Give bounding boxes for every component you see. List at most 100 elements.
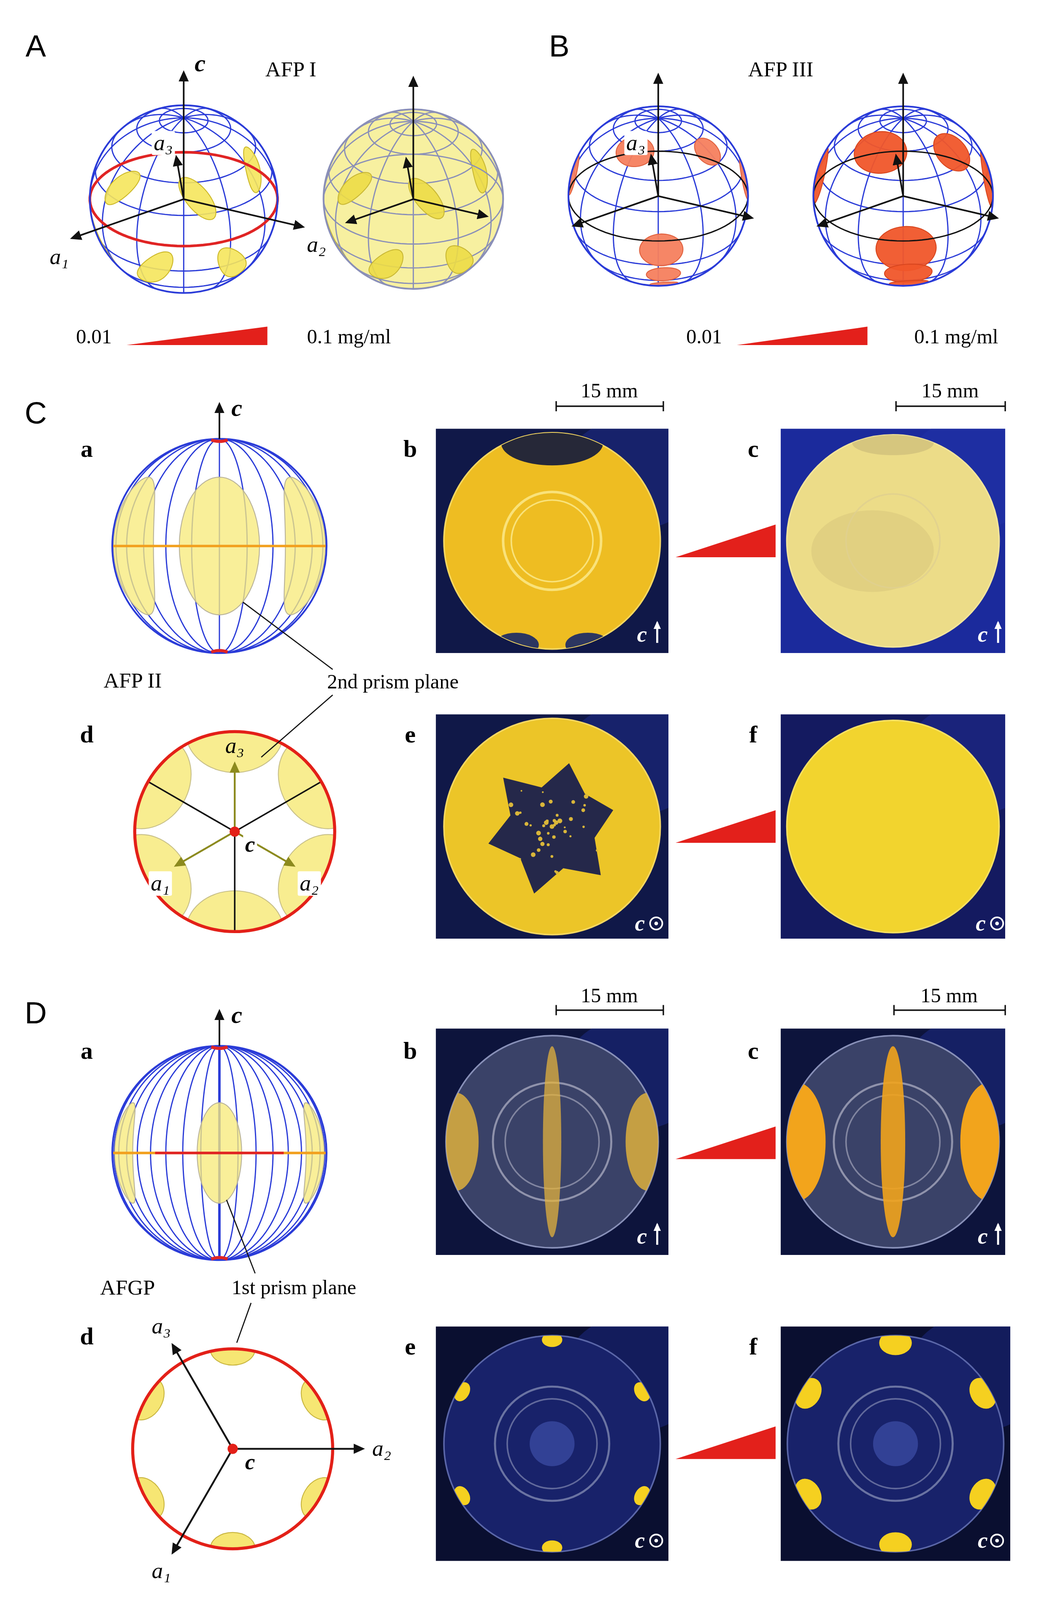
crystal-axis-arrow: [347, 199, 414, 223]
mold-ring: [838, 1387, 953, 1502]
ice-disk: [443, 718, 661, 936]
binding-spot: [338, 172, 372, 205]
photo-axis-label: c: [977, 1529, 988, 1553]
axis-label: c: [243, 833, 258, 858]
axis-label: a₂: [372, 1437, 392, 1461]
mold-ring: [846, 494, 940, 588]
concentration-label: 0.01: [686, 326, 723, 347]
protein-name: AFP II: [103, 670, 162, 692]
mold-ring: [507, 1399, 598, 1490]
pole-mark: [211, 1257, 228, 1260]
disk-features: [811, 430, 941, 593]
crystal-axis-arrow: [172, 1449, 233, 1554]
subpanel-letter: a: [80, 1038, 93, 1064]
c-axis-dot: [229, 826, 240, 837]
specimen-photo: [435, 1326, 669, 1562]
fluorescent-spot: [541, 1541, 563, 1556]
basal-plane-view: [120, 1333, 363, 1566]
panel-letter: A: [25, 30, 46, 62]
concentration-wedge: [126, 326, 268, 346]
binding-spot: [470, 149, 488, 194]
speckle: [542, 824, 546, 828]
subpanel-letter: a: [80, 436, 93, 462]
axis-label: c: [231, 1003, 243, 1028]
pole-mark: [211, 650, 228, 653]
speckle: [557, 818, 563, 824]
equator-line: [155, 1152, 284, 1155]
fluorescent-spot: [789, 1373, 828, 1415]
specimen-photo: [435, 428, 669, 654]
basal-outline: [134, 731, 335, 932]
crystal-axis-arrow: [818, 196, 904, 226]
crystal-axis-arrow: [183, 199, 303, 228]
axis-label: a₁: [151, 1560, 171, 1583]
disk-features: [435, 1046, 669, 1238]
scale-label: 15 mm: [920, 985, 978, 1007]
crystal-axis-arrow: [573, 196, 658, 226]
scale-label: 15 mm: [580, 380, 639, 401]
photo-axis-label: c: [977, 623, 988, 647]
axis-label: a₁: [49, 246, 69, 269]
c-axis-arrow: [218, 404, 221, 439]
crystal-axis-arrow: [234, 831, 294, 866]
globe-body: [112, 438, 327, 654]
crystal-axis-arrow: [172, 1345, 233, 1450]
crystal-axis-arrow: [413, 199, 487, 217]
faint-patch: [811, 510, 934, 593]
axis-label: a₂: [306, 233, 326, 257]
globe-outline: [112, 438, 327, 654]
speckle: [524, 822, 529, 827]
fluorescent-spot: [879, 1331, 912, 1356]
subpanel-letter: b: [403, 436, 417, 462]
concentration-wedge: [675, 810, 776, 844]
mold-ring: [511, 500, 593, 582]
speckle: [530, 852, 536, 858]
crystal-axis-arrow: [406, 159, 414, 200]
speckle: [541, 791, 544, 794]
protein-name: AFGP: [100, 1277, 155, 1299]
binding-spot: [639, 234, 684, 266]
binding-spot: [646, 267, 681, 281]
latitude-line: [589, 131, 659, 181]
subpanel-letter: c: [747, 1038, 759, 1064]
subpanel-letter: d: [79, 722, 94, 747]
axis-label: a₃: [151, 1315, 171, 1338]
leader-line: [261, 695, 333, 758]
subpanel-letter: e: [404, 1334, 416, 1360]
pole-mark: [211, 440, 228, 442]
orientation-dot: [654, 1539, 659, 1544]
speckle: [548, 800, 553, 804]
axis-label: a₃: [151, 130, 175, 155]
concentration-wedge: [675, 1426, 776, 1460]
speckle: [519, 811, 522, 815]
crystal-globe: [112, 1011, 327, 1261]
orientation-dot: [995, 1539, 999, 1544]
latitude-line: [658, 131, 728, 181]
orientation-arrow: [997, 1225, 1000, 1246]
specimen-photo: [780, 714, 1006, 939]
fluorescent-band: [960, 1082, 1006, 1202]
leader-line: [236, 1303, 252, 1344]
photo-axis-label: c: [636, 623, 647, 647]
fluorescent-spot: [630, 1483, 654, 1509]
disk-features: [450, 1333, 654, 1556]
orientation-arrow: [656, 1225, 659, 1246]
orientation-circle: [990, 1535, 1004, 1548]
speckle: [583, 804, 586, 807]
specimen-photo: [435, 714, 669, 939]
specimen-photo: [780, 1028, 1006, 1256]
specimen-photo: [435, 1028, 669, 1256]
ice-disk: [443, 1336, 661, 1553]
fluorescent-band: [880, 1046, 906, 1238]
speckle: [508, 802, 514, 808]
protein-name: AFP III: [748, 58, 814, 81]
concentration-wedge: [736, 326, 868, 346]
fluorescent-spot: [789, 1474, 828, 1515]
mold-ring: [503, 492, 601, 590]
orientation-circle: [990, 917, 1004, 931]
speckle: [582, 825, 585, 829]
c-axis-arrow: [218, 1011, 221, 1047]
subpanel-letter: f: [749, 722, 758, 747]
equator-line: [112, 544, 327, 548]
